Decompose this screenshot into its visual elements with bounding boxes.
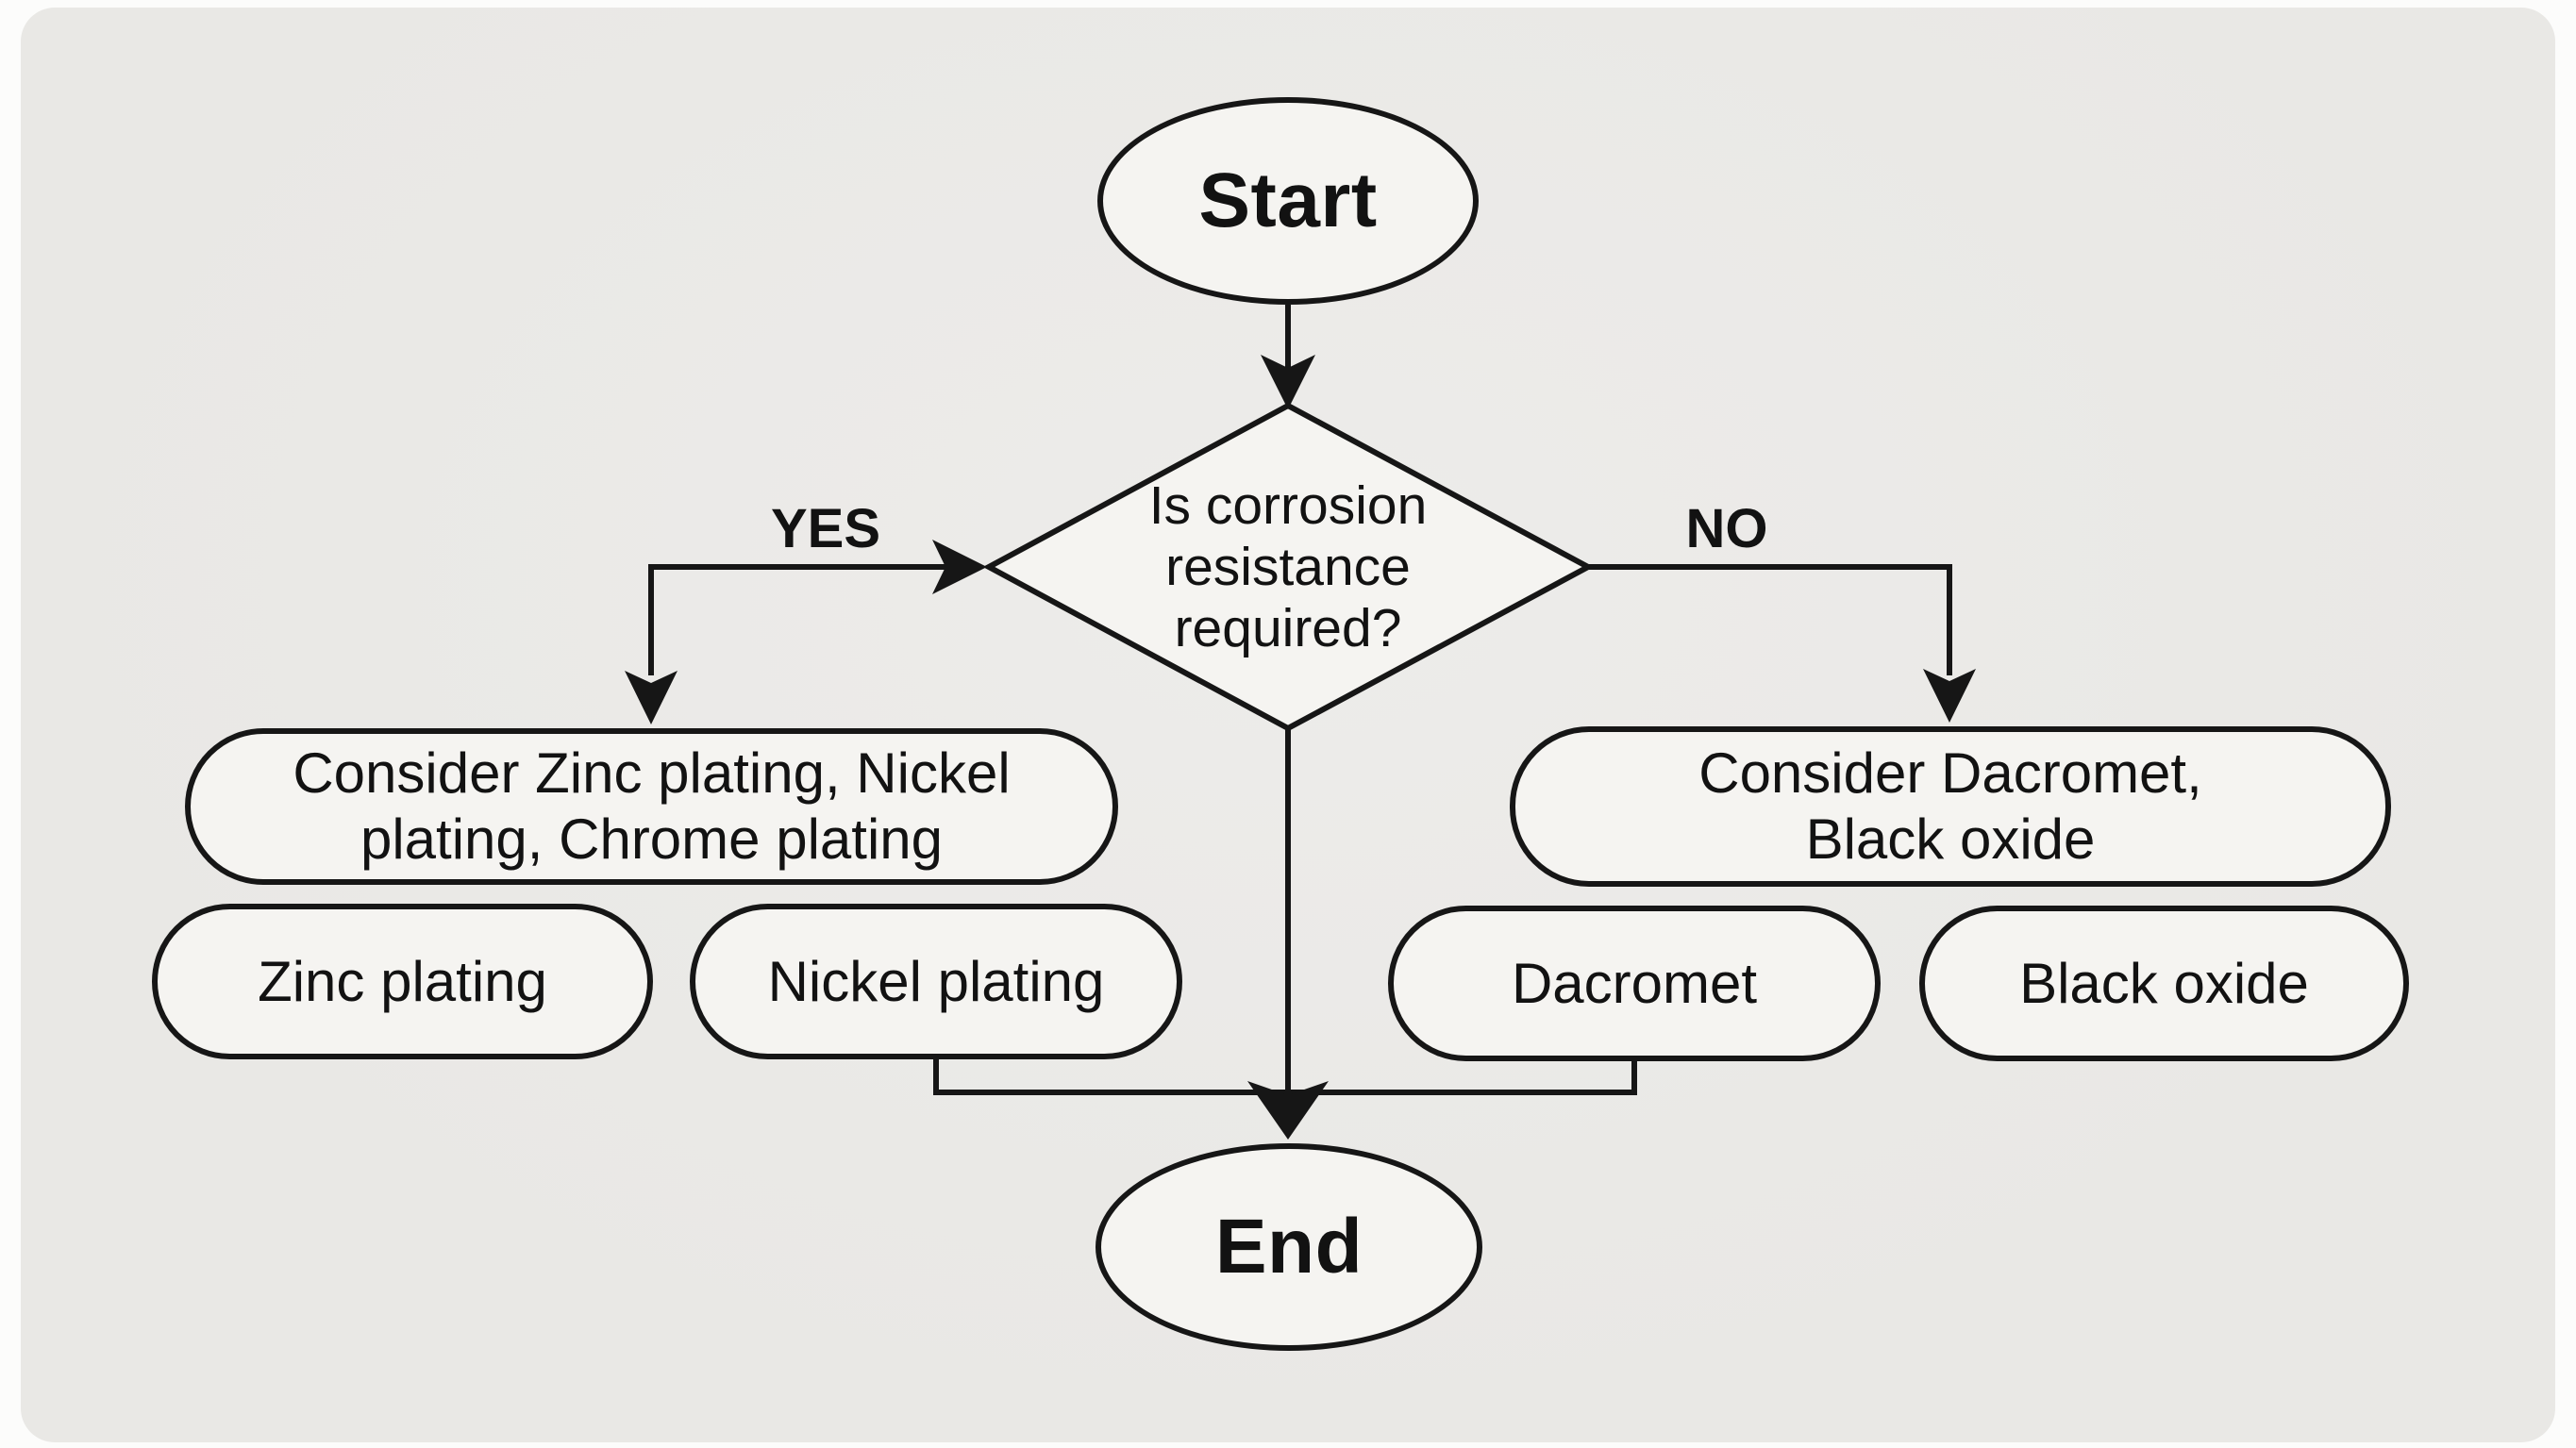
- yes-arrowhead-into-decision: [932, 540, 987, 594]
- nickel-plating-box: Nickel plating: [690, 904, 1182, 1059]
- start-label: Start: [1198, 158, 1378, 243]
- yes-consider-box: Consider Zinc plating, Nickel plating, C…: [185, 728, 1118, 885]
- zinc-plating-box: Zinc plating: [152, 904, 653, 1059]
- decision-line-3: required?: [1174, 597, 1402, 658]
- decision-line-2: resistance: [1165, 536, 1411, 597]
- decision-line-1: Is corrosion: [1148, 474, 1428, 536]
- no-branch-label: NO: [1685, 498, 1768, 559]
- merge-connector: [933, 1059, 1637, 1095]
- dacromet-label: Dacromet: [1511, 951, 1758, 1015]
- start-node: Start: [1097, 97, 1479, 305]
- black-oxide-box: Black oxide: [1919, 906, 2409, 1061]
- yes-branch-label: YES: [770, 498, 881, 559]
- decision-label: Is corrosion resistance required?: [1005, 454, 1571, 680]
- nickel-plating-label: Nickel plating: [767, 949, 1105, 1013]
- no-branch-connector: [1588, 564, 1952, 675]
- no-consider-box: Consider Dacromet, Black oxide: [1510, 726, 2391, 887]
- no-consider-line-2: Black oxide: [1805, 807, 2096, 871]
- end-node: End: [1096, 1143, 1482, 1351]
- arrowhead-into-decision: [1261, 355, 1315, 409]
- yes-consider-line-2: plating, Chrome plating: [360, 807, 944, 871]
- zinc-plating-label: Zinc plating: [258, 949, 547, 1013]
- no-consider-line-1: Consider Dacromet,: [1698, 741, 2202, 805]
- end-label: End: [1214, 1204, 1363, 1290]
- arrowhead-into-yes-consider: [625, 671, 677, 724]
- decision-diamond-shape: [982, 402, 1595, 732]
- black-oxide-label: Black oxide: [2019, 951, 2309, 1015]
- yes-consider-line-1: Consider Zinc plating, Nickel: [293, 741, 1011, 805]
- arrowhead-into-no-consider: [1923, 669, 1976, 723]
- arrowhead-into-end: [1247, 1081, 1329, 1140]
- dacromet-box: Dacromet: [1388, 906, 1881, 1061]
- yes-branch-connector: [648, 564, 953, 675]
